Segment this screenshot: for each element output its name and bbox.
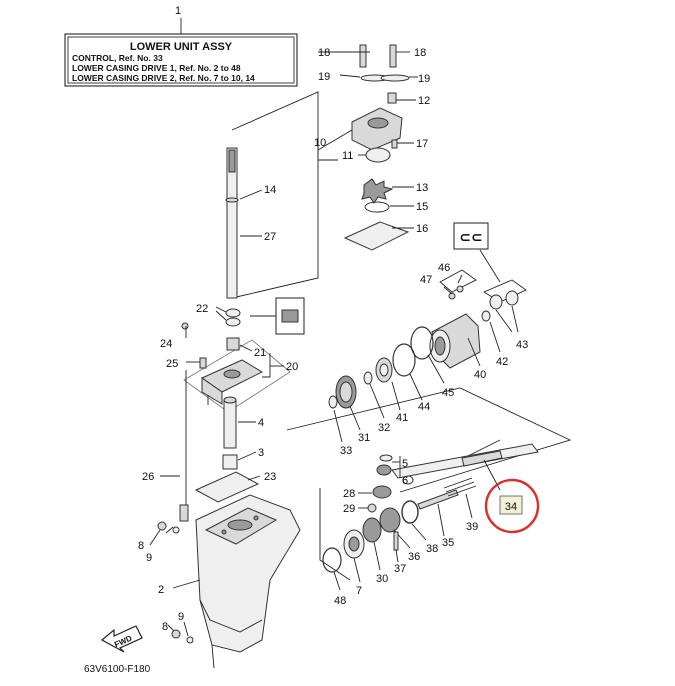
- highlight-circle: [484, 478, 540, 534]
- callout-43: 43: [516, 339, 528, 351]
- fwd-arrow: FWD: [100, 625, 143, 653]
- callout-39: 39: [466, 521, 478, 533]
- callout-15: 15: [416, 201, 428, 213]
- shift-cover-assy: [181, 297, 305, 405]
- callout-22: 22: [196, 303, 208, 315]
- callout-4: 4: [258, 417, 264, 429]
- callout-33: 33: [340, 445, 352, 457]
- propeller-shaft: [391, 443, 539, 491]
- callout-30: 30: [376, 573, 388, 585]
- header-line-2: LOWER CASING DRIVE 1, Ref. No. 2 to 48: [72, 63, 241, 73]
- callout-20: 20: [286, 361, 298, 373]
- callout-11: 11: [342, 150, 353, 162]
- callout-6: 6: [402, 475, 408, 487]
- callout-28: 28: [343, 488, 355, 500]
- callout-9b: 9: [178, 611, 184, 623]
- callout-23: 23: [264, 471, 276, 483]
- callout-40: 40: [474, 369, 486, 381]
- callout-46: 46: [438, 262, 450, 274]
- callout-19b: 19: [418, 73, 430, 85]
- header-box: 1 LOWER UNIT ASSY CONTROL, Ref. No. 33 L…: [64, 5, 298, 87]
- callout-14: 14: [264, 184, 276, 196]
- shift-slider-parts: [322, 454, 477, 591]
- callout-19a: 19: [318, 71, 330, 83]
- callout-42: 42: [496, 356, 508, 368]
- callout-21: 21: [254, 347, 266, 359]
- diagram-code: 63V6100-F180: [84, 664, 151, 675]
- callout-3: 3: [258, 447, 264, 459]
- callout-25: 25: [166, 358, 178, 370]
- highlight-label: 34: [505, 501, 517, 513]
- callout-36: 36: [408, 551, 420, 563]
- callout-5: 5: [402, 458, 408, 470]
- callout-44: 44: [418, 401, 430, 413]
- callout-45: 45: [442, 387, 454, 399]
- callout-18b: 18: [414, 47, 426, 59]
- callout-10: 10: [314, 137, 326, 149]
- drive-shaft: [225, 147, 263, 299]
- callout-37: 37: [394, 563, 406, 575]
- callout-29: 29: [343, 503, 355, 515]
- callout-26: 26: [142, 471, 154, 483]
- callout-31: 31: [358, 432, 370, 444]
- callout-7: 7: [356, 585, 362, 597]
- header-line-3: LOWER CASING DRIVE 2, Ref. No. 7 to 10, …: [72, 73, 255, 83]
- callout-12: 12: [418, 95, 430, 107]
- group-outlines: [183, 91, 572, 581]
- callout-2: 2: [158, 584, 164, 596]
- propeller-housing: [363, 310, 501, 419]
- callout-8b: 8: [162, 621, 168, 633]
- callout-48: 48: [334, 595, 346, 607]
- lube-parts: ⊂⊂: [439, 222, 527, 333]
- header-title: LOWER UNIT ASSY: [130, 41, 233, 53]
- callout-27: 27: [264, 231, 276, 243]
- shift-rod: [160, 370, 189, 522]
- lower-casing: [149, 494, 301, 669]
- highlight-34[interactable]: 34: [484, 478, 540, 534]
- callout-24: 24: [160, 338, 172, 350]
- callout-47: 47: [420, 274, 432, 286]
- callout-13: 13: [416, 182, 428, 194]
- callout-9a: 9: [146, 552, 152, 564]
- callout-16: 16: [416, 223, 428, 235]
- callout-17: 17: [416, 138, 428, 150]
- lube-icon: [453, 222, 489, 250]
- callout-32: 32: [378, 422, 390, 434]
- header-line-1: CONTROL, Ref. No. 33: [72, 53, 163, 63]
- callout-8a: 8: [138, 540, 144, 552]
- forward-gear: [328, 375, 361, 443]
- callout-35: 35: [442, 537, 454, 549]
- callout-41: 41: [396, 412, 408, 424]
- svg-text:⊂⊂: ⊂⊂: [459, 229, 482, 245]
- callouts: 18 18 19 19 12 10 11 17 13 15 16 14 27 4…: [138, 47, 528, 633]
- callout-18a: 18: [318, 47, 330, 59]
- header-ref-number: 1: [175, 5, 181, 17]
- water-pump-assy: [317, 44, 418, 251]
- water-tube: [194, 396, 261, 503]
- callout-38: 38: [426, 543, 438, 555]
